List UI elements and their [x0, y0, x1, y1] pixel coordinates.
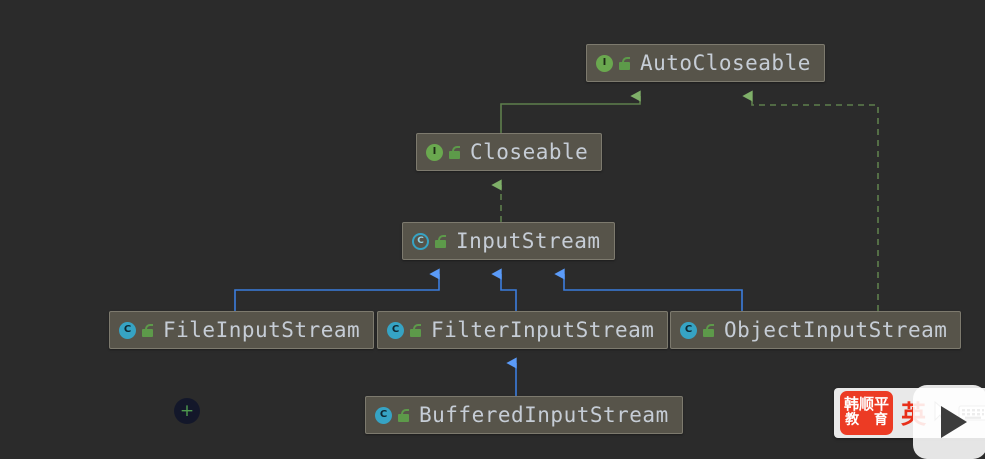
lock-icon — [618, 56, 631, 71]
node-autocloseable[interactable]: I AutoCloseable — [586, 44, 825, 82]
lock-icon — [409, 323, 422, 338]
class-icon: C — [387, 321, 404, 339]
watermark-logo: 韩顺平 教 育 — [840, 391, 893, 435]
lock-icon — [141, 323, 154, 338]
interface-icon: I — [596, 54, 613, 72]
node-label: FileInputStream — [163, 317, 361, 342]
class-icon: C — [119, 321, 136, 339]
node-label: ObjectInputStream — [724, 317, 948, 342]
node-label: FilterInputStream — [431, 317, 655, 342]
edge-fileinputstream-to-inputstream — [234, 274, 440, 311]
lock-icon — [702, 323, 715, 338]
play-button-overlay[interactable] — [913, 385, 985, 459]
node-inputstream[interactable]: C InputStream — [402, 222, 615, 260]
watermark-logo-line1: 韩顺平 — [843, 395, 889, 414]
node-objectinputstream[interactable]: C ObjectInputStream — [670, 311, 962, 349]
node-filterinputstream[interactable]: C FilterInputStream — [377, 311, 669, 349]
edge-closeable-to-autocloseable — [500, 96, 641, 133]
node-label: AutoCloseable — [640, 50, 811, 75]
interface-icon: I — [426, 143, 443, 161]
node-label: BufferedInputStream — [419, 402, 669, 427]
node-bufferedinputstream[interactable]: C BufferedInputStream — [365, 396, 683, 434]
node-label: Closeable — [470, 139, 589, 164]
play-icon — [940, 406, 967, 438]
edge-objectinputstream-to-autocloseable — [752, 96, 879, 311]
watermark-logo-line2: 教 育 — [845, 412, 893, 429]
lock-icon — [448, 145, 461, 160]
node-label: InputStream — [456, 228, 601, 253]
lock-icon — [397, 408, 410, 423]
node-fileinputstream[interactable]: C FileInputStream — [109, 311, 375, 349]
lock-icon — [434, 234, 447, 249]
add-node-button[interactable]: + — [174, 398, 200, 424]
plus-icon: + — [179, 400, 195, 421]
edge-objectinputstream-to-inputstream — [564, 274, 743, 311]
class-icon: C — [375, 406, 392, 424]
abstract-class-icon: C — [412, 232, 429, 250]
node-closeable[interactable]: I Closeable — [416, 133, 603, 171]
class-icon: C — [680, 321, 697, 339]
edge-filterinputstream-to-inputstream — [501, 274, 517, 311]
